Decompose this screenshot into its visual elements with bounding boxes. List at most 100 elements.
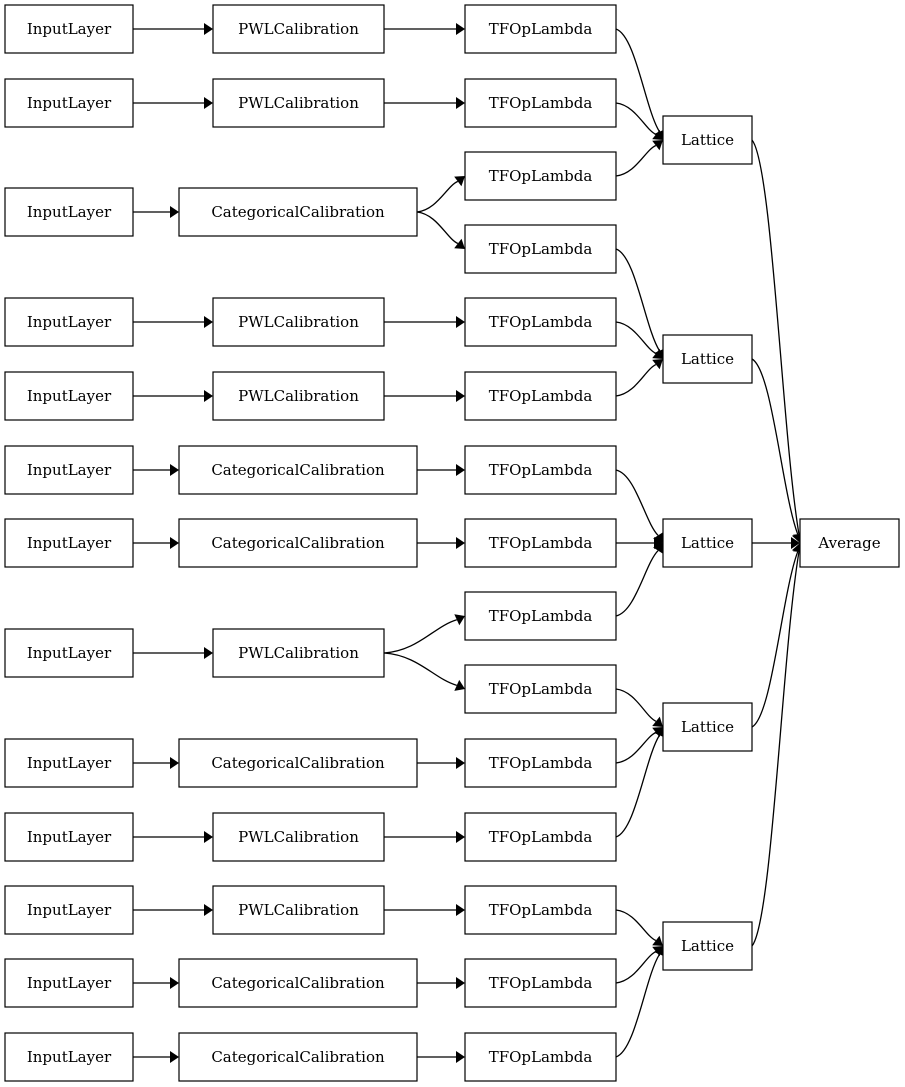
node-box[interactable] bbox=[4, 885, 134, 935]
graph-node-pwl[interactable]: PWLCalibration bbox=[212, 297, 385, 347]
node-box[interactable] bbox=[662, 702, 753, 752]
graph-node-lattice[interactable]: Lattice bbox=[662, 115, 753, 165]
graph-node-categorical[interactable]: CategoricalCalibration bbox=[178, 445, 418, 495]
node-box[interactable] bbox=[4, 738, 134, 788]
graph-node-input[interactable]: InputLayer bbox=[4, 445, 134, 495]
node-box[interactable] bbox=[4, 445, 134, 495]
graph-node-input[interactable]: InputLayer bbox=[4, 4, 134, 54]
node-label: TFOpLambda bbox=[489, 828, 593, 846]
graph-node-lambda[interactable]: TFOpLambda bbox=[464, 224, 617, 274]
node-box[interactable] bbox=[662, 518, 753, 568]
node-box[interactable] bbox=[4, 297, 134, 347]
node-box[interactable] bbox=[662, 115, 753, 165]
graph-edge bbox=[615, 28, 666, 140]
node-box[interactable] bbox=[178, 958, 418, 1008]
graph-node-input[interactable]: InputLayer bbox=[4, 812, 134, 862]
graph-node-pwl[interactable]: PWLCalibration bbox=[212, 885, 385, 935]
graph-node-pwl[interactable]: PWLCalibration bbox=[212, 78, 385, 128]
node-box[interactable] bbox=[464, 812, 617, 862]
node-box[interactable] bbox=[4, 518, 134, 568]
node-box[interactable] bbox=[212, 297, 385, 347]
node-box[interactable] bbox=[212, 885, 385, 935]
node-box[interactable] bbox=[4, 812, 134, 862]
graph-node-lattice[interactable]: Lattice bbox=[662, 702, 753, 752]
node-box[interactable] bbox=[4, 371, 134, 421]
node-box[interactable] bbox=[212, 4, 385, 54]
node-box[interactable] bbox=[799, 518, 900, 568]
graph-node-lambda[interactable]: TFOpLambda bbox=[464, 812, 617, 862]
graph-node-lambda[interactable]: TFOpLambda bbox=[464, 371, 617, 421]
node-box[interactable] bbox=[464, 78, 617, 128]
node-box[interactable] bbox=[464, 664, 617, 714]
graph-node-lattice[interactable]: Lattice bbox=[662, 921, 753, 971]
graph-node-lambda[interactable]: TFOpLambda bbox=[464, 518, 617, 568]
graph-node-lattice[interactable]: Lattice bbox=[662, 334, 753, 384]
graph-node-lambda[interactable]: TFOpLambda bbox=[464, 885, 617, 935]
node-box[interactable] bbox=[212, 371, 385, 421]
edge-arrowhead bbox=[456, 757, 465, 769]
graph-node-input[interactable]: InputLayer bbox=[4, 78, 134, 128]
node-box[interactable] bbox=[4, 1032, 134, 1082]
graph-node-categorical[interactable]: CategoricalCalibration bbox=[178, 1032, 418, 1082]
node-box[interactable] bbox=[4, 78, 134, 128]
node-box[interactable] bbox=[464, 297, 617, 347]
node-box[interactable] bbox=[464, 151, 617, 201]
graph-node-input[interactable]: InputLayer bbox=[4, 518, 134, 568]
graph-node-pwl[interactable]: PWLCalibration bbox=[212, 371, 385, 421]
node-box[interactable] bbox=[464, 224, 617, 274]
node-box[interactable] bbox=[662, 921, 753, 971]
graph-node-pwl[interactable]: PWLCalibration bbox=[212, 628, 385, 678]
graph-node-lambda[interactable]: TFOpLambda bbox=[464, 445, 617, 495]
graph-node-input[interactable]: InputLayer bbox=[4, 297, 134, 347]
node-box[interactable] bbox=[4, 628, 134, 678]
graph-node-lambda[interactable]: TFOpLambda bbox=[464, 151, 617, 201]
graph-node-input[interactable]: InputLayer bbox=[4, 187, 134, 237]
graph-node-input[interactable]: InputLayer bbox=[4, 738, 134, 788]
node-box[interactable] bbox=[464, 371, 617, 421]
node-box[interactable] bbox=[4, 958, 134, 1008]
graph-node-input[interactable]: InputLayer bbox=[4, 371, 134, 421]
node-box[interactable] bbox=[464, 591, 617, 641]
node-box[interactable] bbox=[212, 628, 385, 678]
graph-node-input[interactable]: InputLayer bbox=[4, 1032, 134, 1082]
graph-node-categorical[interactable]: CategoricalCalibration bbox=[178, 738, 418, 788]
graph-node-categorical[interactable]: CategoricalCalibration bbox=[178, 187, 418, 237]
node-box[interactable] bbox=[178, 445, 418, 495]
graph-node-input[interactable]: InputLayer bbox=[4, 628, 134, 678]
node-box[interactable] bbox=[178, 738, 418, 788]
node-box[interactable] bbox=[4, 187, 134, 237]
node-box[interactable] bbox=[4, 4, 134, 54]
node-box[interactable] bbox=[212, 812, 385, 862]
node-box[interactable] bbox=[212, 78, 385, 128]
graph-node-lambda[interactable]: TFOpLambda bbox=[464, 958, 617, 1008]
graph-node-lambda[interactable]: TFOpLambda bbox=[464, 738, 617, 788]
graph-node-lambda[interactable]: TFOpLambda bbox=[464, 664, 617, 714]
node-box[interactable] bbox=[464, 958, 617, 1008]
graph-node-lattice[interactable]: Lattice bbox=[662, 518, 753, 568]
graph-node-lambda[interactable]: TFOpLambda bbox=[464, 78, 617, 128]
graph-node-pwl[interactable]: PWLCalibration bbox=[212, 812, 385, 862]
node-box[interactable] bbox=[178, 187, 418, 237]
graph-node-lambda[interactable]: TFOpLambda bbox=[464, 297, 617, 347]
node-box[interactable] bbox=[464, 445, 617, 495]
node-box[interactable] bbox=[178, 518, 418, 568]
graph-node-input[interactable]: InputLayer bbox=[4, 958, 134, 1008]
node-box[interactable] bbox=[464, 885, 617, 935]
node-label: Lattice bbox=[681, 350, 734, 368]
node-box[interactable] bbox=[464, 738, 617, 788]
graph-node-lambda[interactable]: TFOpLambda bbox=[464, 591, 617, 641]
graph-node-lambda[interactable]: TFOpLambda bbox=[464, 1032, 617, 1082]
graph-node-lambda[interactable]: TFOpLambda bbox=[464, 4, 617, 54]
graph-node-pwl[interactable]: PWLCalibration bbox=[212, 4, 385, 54]
node-box[interactable] bbox=[464, 518, 617, 568]
graph-node-categorical[interactable]: CategoricalCalibration bbox=[178, 518, 418, 568]
node-box[interactable] bbox=[464, 4, 617, 54]
graph-node-categorical[interactable]: CategoricalCalibration bbox=[178, 958, 418, 1008]
graph-node-input[interactable]: InputLayer bbox=[4, 885, 134, 935]
node-box[interactable] bbox=[464, 1032, 617, 1082]
graph-edge bbox=[615, 102, 663, 140]
node-box[interactable] bbox=[178, 1032, 418, 1082]
edge-arrowhead bbox=[204, 831, 213, 843]
node-box[interactable] bbox=[662, 334, 753, 384]
graph-node-average[interactable]: Average bbox=[799, 518, 900, 568]
